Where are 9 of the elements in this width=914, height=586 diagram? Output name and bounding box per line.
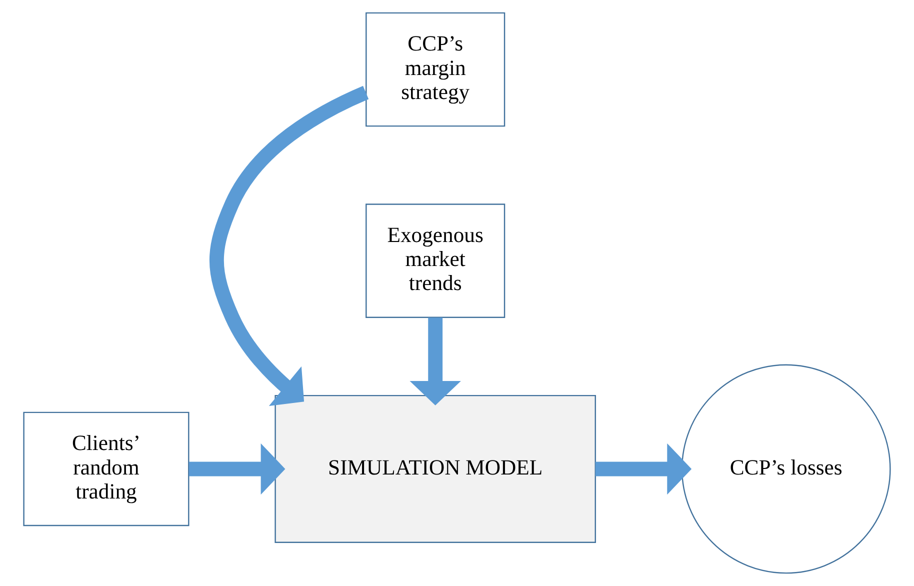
- arrow: [210, 86, 369, 406]
- node-box: CCP’s margin strategy: [366, 12, 506, 127]
- node-box: Exogenous market trends: [366, 204, 506, 318]
- node-box: Clients’ random trading: [23, 412, 190, 526]
- node-circle: CCP’s losses: [681, 364, 891, 574]
- node-box: SIMULATION MODEL: [274, 394, 596, 543]
- arrow: [189, 443, 286, 495]
- arrow: [410, 318, 461, 406]
- arrow: [595, 443, 692, 495]
